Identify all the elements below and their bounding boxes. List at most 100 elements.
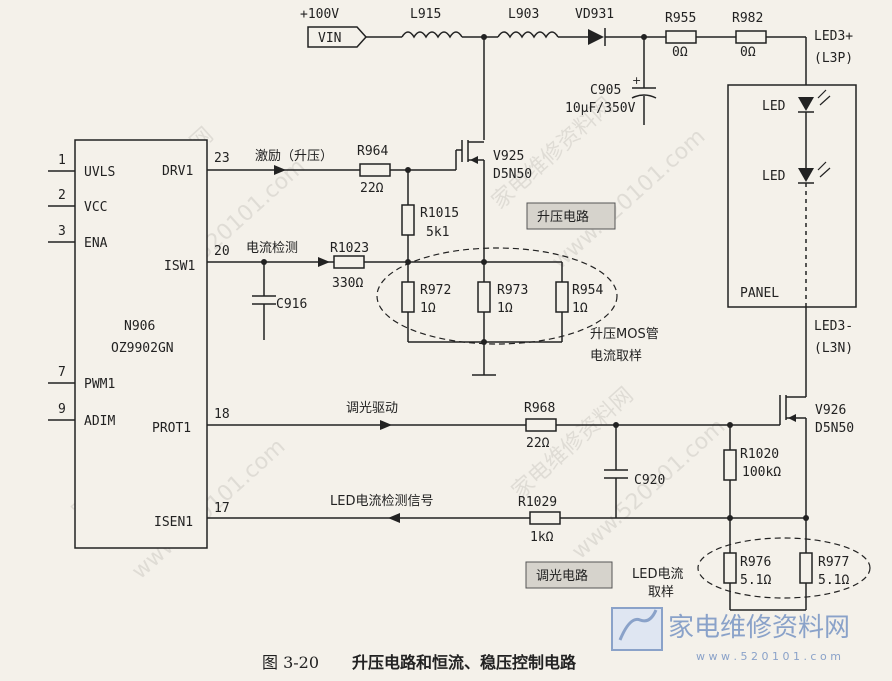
resistor-r968: [525, 418, 557, 432]
ic-n906: [74, 139, 208, 549]
led-sampling-outline: [697, 537, 871, 599]
pin-1-num: 1: [58, 153, 66, 168]
led-icon-2: [798, 161, 831, 184]
v926-part: D5N50: [815, 421, 854, 436]
led-panel: [727, 84, 857, 308]
r954-ref: R954: [572, 283, 603, 298]
r977-value: 5.1Ω: [818, 573, 849, 588]
pin-uvls: UVLS: [84, 165, 115, 180]
v926-ref: V926: [815, 403, 846, 418]
resistor-r972: [401, 281, 415, 313]
mosfet-v925: [456, 140, 485, 262]
r982-ref: R982: [732, 11, 763, 26]
boost-circuit-label: 升压电路: [537, 209, 589, 225]
vin-label: VIN: [318, 31, 341, 46]
led-plus-label: LED3+: [814, 29, 853, 44]
c905-polarity: +: [632, 74, 641, 87]
mos-sampling-note-2: 电流取样: [590, 349, 642, 364]
r968-value: 22Ω: [526, 436, 550, 451]
resistor-r1029: [529, 511, 561, 525]
pin-adim: ADIM: [84, 414, 115, 429]
dimming-drive-label: 调光驱动: [346, 401, 398, 416]
dimming-circuit-badge: [525, 561, 613, 589]
r964-ref: R964: [357, 144, 388, 159]
c905-ref: C905: [590, 83, 621, 98]
r977-ref: R977: [818, 555, 849, 570]
pin-9-num: 9: [58, 402, 66, 417]
resistor-r982: [735, 30, 767, 44]
led-sampling-note-2: 取样: [648, 585, 674, 600]
ic-name: N906: [124, 319, 155, 334]
r976-ref: R976: [740, 555, 771, 570]
resistor-r973: [477, 281, 491, 313]
vin-voltage: +100V: [300, 7, 339, 22]
led-minus-pin: (L3N): [814, 341, 853, 356]
pin-20-num: 20: [214, 244, 230, 259]
r972-ref: R972: [420, 283, 451, 298]
pin-isen1: ISEN1: [154, 515, 193, 530]
r1020-value: 100kΩ: [742, 465, 781, 480]
led-2-label: LED: [762, 169, 786, 184]
vin-port: [307, 26, 368, 48]
r1029-value: 1kΩ: [530, 530, 554, 545]
pin-2-num: 2: [58, 188, 66, 203]
pin-3-num: 3: [58, 224, 66, 239]
r955-value: 0Ω: [672, 45, 688, 60]
r972-value: 1Ω: [420, 301, 436, 316]
pin-vcc: VCC: [84, 200, 107, 215]
led-plus-pin: (L3P): [814, 51, 853, 66]
r954-value: 1Ω: [572, 301, 588, 316]
l903-ref: L903: [508, 7, 539, 22]
pin-prot1: PROT1: [152, 421, 191, 436]
figure-title: 升压电路和恒流、稳压控制电路: [352, 653, 577, 672]
pin-isw1: ISW1: [164, 259, 195, 274]
c905-value: 10μF/350V: [565, 101, 636, 116]
r973-value: 1Ω: [497, 301, 513, 316]
r955-ref: R955: [665, 11, 696, 26]
r1023-ref: R1023: [330, 241, 369, 256]
led-detect-label: LED电流检测信号: [330, 494, 433, 509]
mos-sampling-outline: [376, 247, 618, 345]
mos-sampling-note-1: 升压MOS管: [590, 327, 659, 342]
resistor-r1015: [401, 204, 415, 236]
resistor-r955: [665, 30, 697, 44]
r1023-value: 330Ω: [332, 276, 363, 291]
pin-17-num: 17: [214, 501, 230, 516]
led-sampling-note-1: LED电流: [632, 567, 683, 582]
resistor-r1020: [723, 449, 737, 481]
c920-ref: C920: [634, 473, 665, 488]
r1020-ref: R1020: [740, 447, 779, 462]
resistor-r954: [555, 281, 569, 313]
r982-value: 0Ω: [740, 45, 756, 60]
drive-signal-label: 激励（升压）: [255, 149, 333, 164]
pin-7-num: 7: [58, 365, 66, 380]
figure-number: 图 3-20: [262, 653, 319, 672]
dimming-circuit-label: 调光电路: [536, 568, 588, 584]
pin-23-num: 23: [214, 151, 230, 166]
current-detect-label: 电流检测: [246, 241, 298, 256]
led-1-label: LED: [762, 99, 786, 114]
logo-url: w w w . 5 2 0 1 0 1 . c o m: [696, 650, 841, 663]
pin-ena: ENA: [84, 236, 108, 251]
pin-18-num: 18: [214, 407, 230, 422]
r973-ref: R973: [497, 283, 528, 298]
panel-title: PANEL: [740, 286, 779, 301]
resistor-r964: [359, 163, 391, 177]
inductor-l903: [497, 31, 559, 39]
vd931-ref: VD931: [575, 7, 614, 22]
r1029-ref: R1029: [518, 495, 557, 510]
l915-ref: L915: [410, 7, 441, 22]
resistor-r976: [723, 552, 737, 584]
v925-ref: V925: [493, 149, 524, 164]
site-logo: 家电维修资料网 w w w . 5 2 0 1 0 1 . c o m: [611, 607, 850, 663]
r968-ref: R968: [524, 401, 555, 416]
led-minus-label: LED3-: [814, 319, 853, 334]
v925-part: D5N50: [493, 167, 532, 182]
pin-pwm1: PWM1: [84, 377, 115, 392]
r976-value: 5.1Ω: [740, 573, 771, 588]
boost-circuit-badge: [526, 202, 616, 230]
r1015-ref: R1015: [420, 206, 459, 221]
r964-value: 22Ω: [360, 181, 384, 196]
pin-drv1: DRV1: [162, 164, 193, 179]
